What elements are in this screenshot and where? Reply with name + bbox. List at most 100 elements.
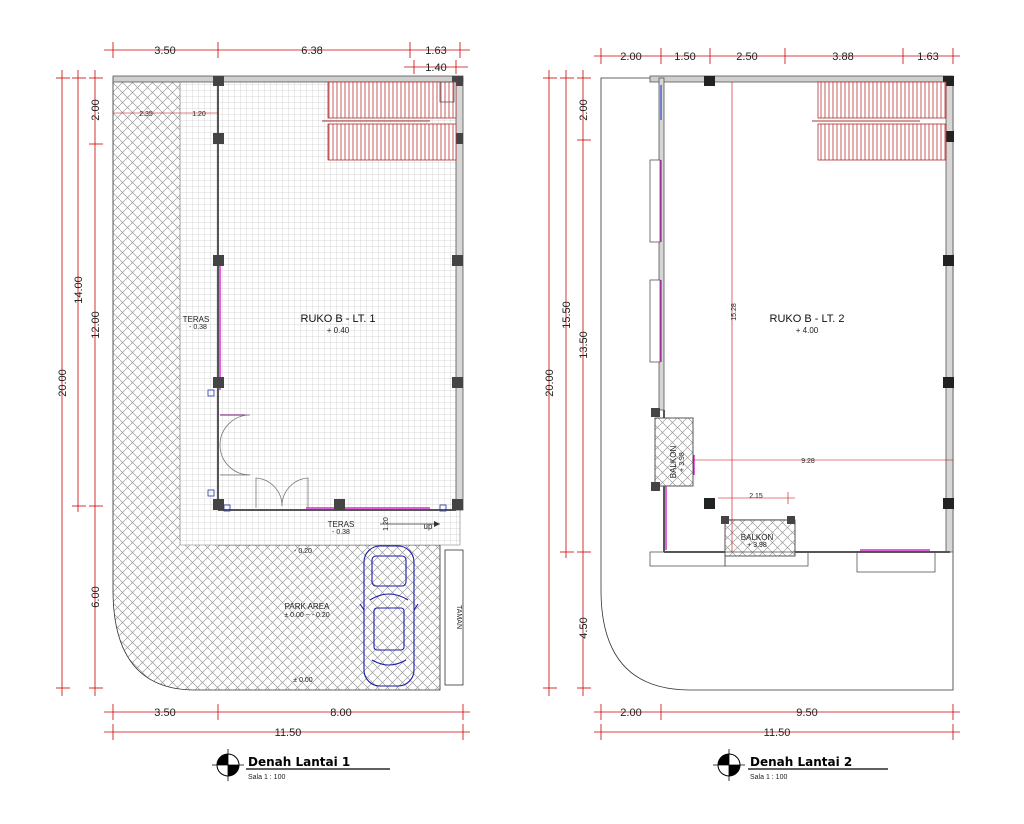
stairs-lt2 bbox=[812, 81, 947, 161]
plan1-scale: Sala 1 : 100 bbox=[248, 774, 285, 781]
dim-left-lt2-outer: 20.00 bbox=[544, 369, 556, 397]
inner-dim-c: 1.20 bbox=[383, 517, 390, 531]
column bbox=[787, 516, 795, 524]
wall-top-lt1 bbox=[112, 75, 464, 83]
dim-top-lt2-5: 1.63 bbox=[917, 51, 938, 63]
inner-dim-small: 2.15 bbox=[749, 493, 763, 500]
dim-left-lt2-inner-3: 4.50 bbox=[578, 617, 590, 638]
up-arrow-head bbox=[434, 521, 440, 527]
dim-bottom-2: 8.00 bbox=[330, 707, 351, 719]
inner-dims-lt2 bbox=[692, 82, 953, 552]
dims-left-lt2 bbox=[543, 70, 591, 696]
balkon-bottom-label: BALKON bbox=[741, 533, 774, 542]
dim-top-lt2-1: 2.00 bbox=[620, 51, 641, 63]
column bbox=[943, 76, 954, 86]
dim-left-inner-3: 6.00 bbox=[90, 586, 102, 607]
column bbox=[704, 76, 715, 86]
north-symbol bbox=[212, 749, 244, 781]
up-label: up bbox=[424, 522, 433, 531]
park-area-label: PARK AREA bbox=[285, 602, 330, 611]
dim-bottom-total: 11.50 bbox=[275, 727, 302, 739]
column bbox=[943, 131, 954, 142]
plan-lantai-1: RUKO B - LT. 1 + 0.40 TERAS - 0.38 TERAS… bbox=[56, 42, 470, 781]
plan-lantai-2: 15.28 9.28 2.15 RUKO B - LT. 2 + 4.00 BA… bbox=[543, 48, 960, 781]
park-point-level: ± 0.00 bbox=[293, 677, 313, 684]
dim-top-lt2-3: 2.50 bbox=[736, 51, 757, 63]
room-level-lt1: + 0.40 bbox=[327, 326, 350, 335]
dim-left-inner-2: 12.00 bbox=[90, 311, 102, 339]
dim-left-inner-1: 2.00 bbox=[90, 99, 102, 120]
dims-top-lt1 bbox=[104, 42, 470, 74]
dims-top-lt2 bbox=[594, 48, 960, 64]
dim-left-lt2-inner-2: 13.50 bbox=[578, 331, 590, 359]
teras-left-label: TERAS bbox=[183, 315, 210, 324]
taman-label: TAMAN bbox=[455, 605, 462, 629]
dim-top-3: 1.63 bbox=[425, 45, 446, 57]
site-outline-lt2 bbox=[600, 77, 954, 691]
dim-top-sub: 1.40 bbox=[425, 62, 446, 74]
column bbox=[213, 377, 224, 388]
column bbox=[943, 377, 954, 388]
column bbox=[452, 255, 463, 266]
taman-strip bbox=[444, 549, 464, 686]
column bbox=[704, 498, 715, 509]
outlet-marker bbox=[223, 504, 231, 512]
plan2-scale: Sala 1 : 100 bbox=[750, 774, 787, 781]
dims-bottom-lt1 bbox=[104, 704, 470, 740]
inner-dim-a: 2.35 bbox=[139, 111, 153, 118]
inner-dim-vertical: 15.28 bbox=[731, 303, 738, 321]
room-name-lt2: RUKO B - LT. 2 bbox=[770, 313, 845, 325]
wall-left-lt2 bbox=[658, 77, 665, 411]
stairs-lt1 bbox=[322, 81, 457, 161]
room-name-lt1: RUKO B - LT. 1 bbox=[301, 313, 376, 325]
column bbox=[452, 133, 463, 144]
dims-bottom-lt2 bbox=[594, 704, 960, 740]
teras-left-level: - 0.38 bbox=[189, 324, 207, 331]
dims-left-lt1 bbox=[56, 70, 103, 696]
canopy-bottom bbox=[856, 551, 936, 573]
inner-dim-b: 1.20 bbox=[192, 111, 206, 118]
room-level-lt2: + 4.00 bbox=[796, 326, 819, 335]
teras-bottom-level: - 0.38 bbox=[332, 529, 350, 536]
balkon-left-label: BALKON bbox=[669, 446, 678, 479]
teras-bottom-label: TERAS bbox=[328, 520, 355, 529]
dim-top-1: 3.50 bbox=[154, 45, 175, 57]
column bbox=[213, 499, 224, 510]
column bbox=[943, 498, 954, 509]
wall-top-lt2 bbox=[649, 75, 954, 83]
column bbox=[943, 255, 954, 266]
column bbox=[721, 516, 729, 524]
column bbox=[452, 499, 463, 510]
outlet-marker bbox=[207, 489, 215, 497]
dim-left-lt2-mid: 15.50 bbox=[561, 301, 573, 329]
column bbox=[213, 76, 224, 86]
dim-left-outer: 20.00 bbox=[57, 369, 69, 397]
column bbox=[651, 482, 660, 491]
ledge-left bbox=[649, 551, 726, 567]
balkon-left-level: + 3.98 bbox=[679, 452, 686, 472]
plan2-title: Denah Lantai 2 bbox=[750, 755, 852, 769]
column bbox=[213, 255, 224, 266]
dim-top-lt2-4: 3.88 bbox=[832, 51, 853, 63]
balkon-left bbox=[654, 417, 694, 487]
dim-bottom-1: 3.50 bbox=[154, 707, 175, 719]
wall-right-lt2 bbox=[945, 77, 954, 553]
column bbox=[334, 499, 345, 510]
outlet-marker bbox=[439, 504, 447, 512]
park-top-level: - 0.20 bbox=[294, 548, 312, 555]
column bbox=[213, 133, 224, 144]
outlet-marker bbox=[207, 389, 215, 397]
window-box bbox=[649, 159, 661, 243]
dim-top-lt2-2: 1.50 bbox=[674, 51, 695, 63]
dim-bottom-lt2-1: 2.00 bbox=[620, 707, 641, 719]
dim-left-mid: 14.00 bbox=[73, 276, 85, 304]
north-symbol bbox=[713, 749, 745, 781]
column bbox=[452, 76, 463, 86]
dim-top-2: 6.38 bbox=[301, 45, 322, 57]
column bbox=[651, 408, 660, 417]
window-box bbox=[649, 279, 661, 363]
inner-dim-horizontal: 9.28 bbox=[801, 458, 815, 465]
dim-bottom-lt2-2: 9.50 bbox=[796, 707, 817, 719]
column bbox=[452, 377, 463, 388]
